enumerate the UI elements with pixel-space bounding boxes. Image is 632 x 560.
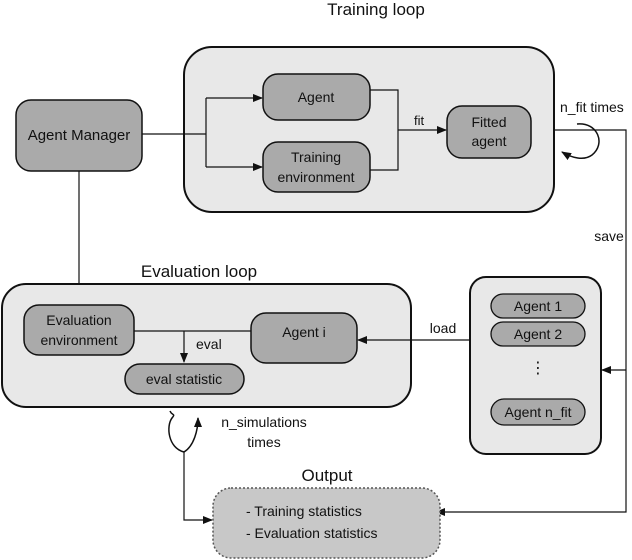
n-simulations-loop xyxy=(168,410,185,453)
evaluation-environment-label-line2: environment xyxy=(40,332,117,348)
n-simulations-loop-return xyxy=(183,417,202,453)
save-label-background xyxy=(590,226,624,246)
fitted-agent-label-line1: Fitted xyxy=(471,114,506,130)
agent-n-fit-node xyxy=(490,398,586,426)
fit-label: fit xyxy=(414,113,425,128)
n-simulations-label-line2: times xyxy=(247,434,280,450)
training-environment-label-line1: Training xyxy=(291,149,341,165)
evaluation-loop-title: Evaluation loop xyxy=(141,262,257,281)
agent-n-fit-label: Agent n_fit xyxy=(505,404,572,420)
agent-1-node xyxy=(490,293,586,319)
evaluation-environment-label-line1: Evaluation xyxy=(46,312,111,328)
n-simulations-label-line1: n_simulations xyxy=(221,414,307,430)
training-environment-node xyxy=(262,141,371,193)
agent-2-node xyxy=(490,321,586,347)
agent-manager-label: Agent Manager xyxy=(28,127,131,144)
eval-statistic-label: eval statistic xyxy=(146,371,222,387)
agents-ellipsis: ⋮ xyxy=(530,360,546,377)
agent-2-label: Agent 2 xyxy=(514,326,562,342)
load-label: load xyxy=(430,320,456,336)
evaluation-environment-node xyxy=(23,304,135,356)
output-line-1: - Training statistics xyxy=(246,503,362,519)
training-environment-label-line2: environment xyxy=(277,169,354,185)
output-line-2: - Evaluation statistics xyxy=(246,525,378,541)
fitted-agent-node xyxy=(446,105,532,159)
n-fit-times-label: n_fit times xyxy=(560,99,624,115)
output-box xyxy=(212,487,441,559)
eval-statistic-node xyxy=(124,363,245,395)
agent-1-label: Agent 1 xyxy=(514,298,562,314)
fitted-agent-label-line2: agent xyxy=(471,133,506,149)
save-label: save xyxy=(594,228,624,244)
agent-node xyxy=(262,73,371,121)
agent-i-label: Agent i xyxy=(282,324,326,340)
eval-label: eval xyxy=(196,336,222,352)
save-connector xyxy=(435,129,627,516)
training-loop-title: Training loop xyxy=(327,0,425,19)
n-fit-times-loop xyxy=(561,123,600,161)
output-title: Output xyxy=(301,466,352,485)
agent-node-label: Agent xyxy=(298,89,335,105)
evaluation-to-output-arrow xyxy=(183,452,213,524)
